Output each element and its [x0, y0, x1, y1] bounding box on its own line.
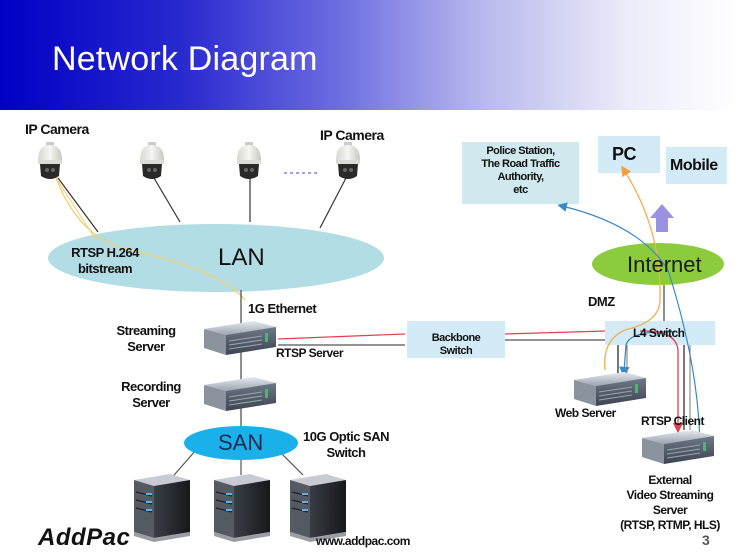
ip-camera-icon: [140, 142, 164, 179]
web-server-label: Web Server: [555, 406, 616, 420]
rtsp-red-link-left: [277, 333, 406, 340]
bitstream-line: [55, 177, 246, 301]
streaming-server-line1: Streaming: [116, 323, 176, 338]
backbone-switch-label: Backbone Switch: [407, 332, 505, 358]
police-line2: The Road Traffic: [481, 158, 560, 170]
rtsp-bitstream-label: RTSP H.264 bitstream: [62, 245, 148, 277]
camera-link-2: [153, 177, 181, 223]
ip-camera-icon: [237, 142, 261, 179]
backbone-line2: Switch: [439, 345, 473, 357]
ip-camera-icon: [336, 142, 360, 179]
rtsp-server-label: RTSP Server: [276, 346, 344, 360]
l4-to-rtsp-client-flow: [639, 330, 684, 434]
rtsp-bitstream-line2: bitstream: [77, 261, 133, 276]
streaming-server-icon: [204, 321, 276, 355]
pc-label: PC: [612, 144, 637, 164]
ip-camera-icon: [38, 142, 62, 179]
streaming-server-line2: Server: [127, 339, 165, 354]
ip-cameras: [38, 142, 360, 179]
upload-arrow-icon: [650, 204, 674, 232]
internet-label: Internet: [627, 252, 702, 277]
web-server-icon: [574, 372, 646, 406]
external-streaming-server-icon: [642, 430, 714, 464]
external-line2: Video Streaming: [626, 488, 714, 502]
backbone-switch-box: [407, 321, 505, 358]
l4-switch-label: L4 Switch: [633, 326, 685, 340]
ip-camera-label-right: IP Camera: [320, 127, 384, 143]
san-label: SAN: [218, 430, 264, 455]
external-line1: External: [648, 473, 692, 487]
page-title: Network Diagram: [52, 40, 318, 78]
storage-server-icon: [134, 474, 190, 542]
police-station-label: Police Station, The Road Traffic Authori…: [462, 145, 579, 197]
rtsp-bitstream-line1: RTSP H.264: [71, 245, 139, 260]
mobile-label: Mobile: [670, 157, 718, 174]
storage-server-icon: [290, 474, 346, 542]
lan-label: LAN: [218, 244, 265, 271]
camera-link-1: [57, 177, 99, 233]
recording-server-label: Recording Server: [112, 379, 190, 411]
website-link[interactable]: www.addpac.com: [316, 534, 410, 548]
dmz-label: DMZ: [588, 294, 615, 309]
camera-links: [57, 177, 347, 233]
recording-server-line1: Recording: [121, 379, 181, 394]
recording-server-icon: [204, 377, 276, 411]
page-number: 3: [702, 532, 710, 548]
police-line4: etc: [513, 184, 528, 196]
external-to-police-flow: [557, 202, 701, 453]
streaming-server-label: Streaming Server: [108, 323, 184, 355]
ethernet-label: 1G Ethernet: [248, 301, 317, 316]
addpac-logo: AddPac: [38, 524, 131, 551]
san-ellipse: [184, 426, 298, 460]
external-server-label: External Video Streaming Server (RTSP, R…: [605, 473, 735, 533]
web-to-pc-flow: [604, 165, 661, 371]
recording-server-line2: Server: [132, 395, 170, 410]
storage-server-icon: [214, 474, 270, 542]
header-banner: Network Diagram: [0, 0, 740, 110]
backbone-line1: Backbone: [431, 332, 481, 344]
l4-to-web-flow: [619, 331, 676, 378]
rtsp-client-label: RTSP Client: [641, 414, 704, 428]
san-switch-line2: Switch: [326, 445, 366, 460]
police-line1: Police Station,: [486, 145, 555, 157]
lan-ellipse: [48, 224, 384, 292]
storage-towers: [134, 474, 346, 542]
external-line3: Server: [652, 503, 688, 517]
ip-camera-label-left: IP Camera: [25, 121, 89, 137]
police-box: [462, 142, 579, 204]
san-switch-label: 10G Optic SAN Switch: [296, 429, 396, 461]
police-line3: Authority,: [497, 171, 544, 183]
camera-link-4: [319, 177, 347, 229]
mobile-box: [666, 147, 727, 184]
san-switch-line1: 10G Optic SAN: [303, 429, 389, 444]
external-line4: (RTSP, RTMP, HLS): [620, 518, 720, 532]
